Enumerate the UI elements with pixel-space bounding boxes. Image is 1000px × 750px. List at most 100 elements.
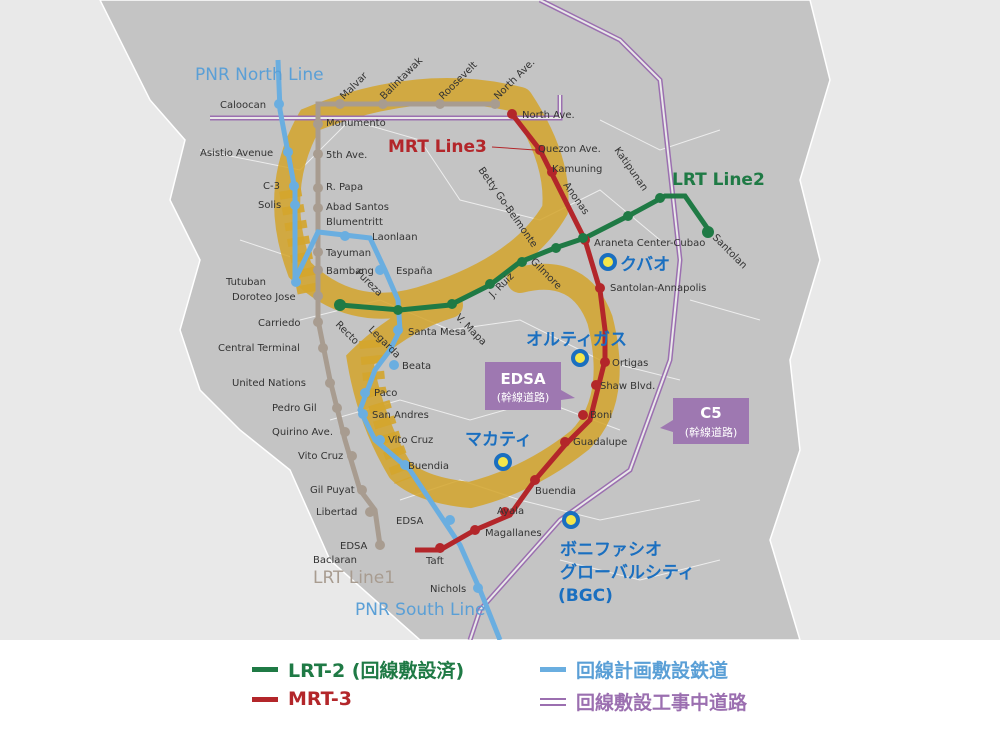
station-label: Central Terminal	[218, 343, 300, 354]
lrt1-station-marker	[332, 403, 342, 413]
mrt3-station-labels: North Ave. Quezon Ave. Kamuning Araneta …	[425, 110, 706, 567]
lrt2-station-marker	[623, 211, 633, 221]
mrt3-station-marker	[578, 410, 588, 420]
station-label: Caloocan	[220, 100, 266, 111]
lrt2-station-marker	[447, 299, 457, 309]
mrt3-line	[415, 112, 608, 553]
lrt1-station-marker	[347, 451, 357, 461]
station-label: Taft	[425, 556, 444, 567]
edsa-label-box: EDSA (幹線道路)	[485, 362, 575, 410]
station-label: España	[396, 266, 432, 277]
station-label: Boni	[590, 410, 612, 421]
legend-item-road-construction: 回線敷設工事中道路	[540, 688, 747, 715]
pnr-station-marker	[358, 409, 368, 419]
mrt3-station-marker	[600, 357, 610, 367]
legend-item-lrt2: LRT-2 (回線敷設済)	[252, 656, 464, 683]
pnr-north-label: PNR North Line	[195, 65, 324, 85]
lrt1-station-marker	[340, 427, 350, 437]
district-label-bgc-2: グローバルシティ	[560, 562, 695, 583]
mrt3-station-marker	[470, 525, 480, 535]
pnr-station-marker	[291, 277, 301, 287]
station-label: EDSA	[340, 541, 368, 552]
lrt2-station-marker	[485, 279, 495, 289]
district-label-ortigas: オルティガス	[526, 330, 627, 350]
pnr-south-label: PNR South Line	[355, 600, 485, 620]
lrt1-station-marker	[313, 119, 323, 129]
station-label: Blumentritt	[326, 217, 383, 228]
district-label-makati: マカティ	[465, 430, 532, 450]
legend-label-mrt3: MRT-3	[288, 688, 352, 710]
station-label: San Andres	[372, 410, 429, 421]
pnr-station-labels: Caloocan Asistio Avenue C-3 Solis Tutuba…	[200, 100, 466, 595]
legend: LRT-2 (回線敷設済) 回線計画敷設鉄道 MRT-3 回線敷設工事中道路	[0, 640, 1000, 750]
station-label: Araneta Center-Cubao	[594, 238, 705, 249]
station-label: Abad Santos	[326, 202, 389, 213]
station-label: Buendia	[535, 486, 576, 497]
station-label: Libertad	[316, 507, 357, 518]
district-marker-cubao	[599, 253, 617, 271]
station-label: EDSA	[396, 516, 424, 527]
lrt2-label: LRT Line2	[672, 170, 765, 190]
station-label: Quezon Ave.	[538, 144, 601, 155]
station-label: Vito Cruz	[298, 451, 343, 462]
mrt3-label-leader	[491, 146, 536, 151]
station-label: Ortigas	[612, 358, 648, 369]
pnr-station-marker	[400, 460, 410, 470]
edsa-box-pointer	[561, 390, 575, 400]
district-marker-makati	[494, 453, 512, 471]
mrt3-station-marker	[560, 437, 570, 447]
pnr-station-marker	[340, 231, 350, 241]
lrt1-label: LRT Line1	[313, 568, 395, 588]
station-label: Pedro Gil	[272, 403, 317, 414]
lrt1-station-marker	[313, 317, 323, 327]
station-label: Beata	[402, 361, 431, 372]
lrt2-station-marker	[578, 233, 588, 243]
lrt1-station-marker	[313, 265, 323, 275]
mrt3-label: MRT Line3	[388, 137, 487, 157]
mrt3-stations	[435, 109, 610, 553]
district-marker-ortigas	[571, 349, 589, 367]
station-label: Santolan-Annapolis	[610, 283, 706, 294]
station-label: Asistio Avenue	[200, 148, 273, 159]
station-label: C-3	[263, 181, 280, 192]
district-marker-bgc	[562, 511, 580, 529]
station-label: Guadalupe	[573, 437, 627, 448]
lrt2-stations	[334, 193, 714, 315]
legend-label-road-construction: 回線敷設工事中道路	[576, 692, 748, 714]
station-label: Carriedo	[258, 318, 301, 329]
lrt1-station-marker	[313, 203, 323, 213]
station-label: Baclaran	[313, 555, 357, 566]
station-label: Doroteo Jose	[232, 292, 296, 303]
lrt1-station-labels: Monumento 5th Ave. R. Papa Abad Santos B…	[218, 118, 389, 566]
pnr-station-marker	[389, 360, 399, 370]
edsa-sublabel: (幹線道路)	[497, 390, 550, 404]
pnr-station-marker	[473, 583, 483, 593]
pnr-station-marker	[393, 325, 403, 335]
mrt3-station-marker	[500, 507, 510, 517]
station-label: Quirino Ave.	[272, 427, 333, 438]
lrt2-station-marker	[702, 226, 714, 238]
station-label: Laonlaan	[372, 232, 418, 243]
lrt1-station-marker	[490, 99, 500, 109]
pnr-station-marker	[274, 99, 284, 109]
station-label: United Nations	[232, 378, 306, 389]
station-label: 5th Ave.	[326, 150, 367, 161]
lrt2-station-marker	[551, 243, 561, 253]
lrt1-station-marker	[378, 99, 388, 109]
lrt1-station-marker	[313, 247, 323, 257]
pnr-station-marker	[283, 147, 293, 157]
mrt3-station-marker	[595, 283, 605, 293]
mrt3-station-marker	[547, 167, 557, 177]
district-label-bgc-3: (BGC)	[558, 586, 613, 606]
station-label: R. Papa	[326, 182, 363, 193]
lrt1-stations	[313, 99, 500, 550]
c5-box	[673, 398, 749, 444]
legend-swatch-lrt2	[252, 667, 278, 672]
legend-item-mrt3: MRT-3	[252, 688, 352, 710]
mrt3-station-marker	[591, 380, 601, 390]
c5-sublabel: (幹線道路)	[685, 425, 738, 439]
mrt3-station-marker	[435, 543, 445, 553]
lrt2-station-marker	[517, 257, 527, 267]
mrt3-station-marker	[507, 109, 517, 119]
